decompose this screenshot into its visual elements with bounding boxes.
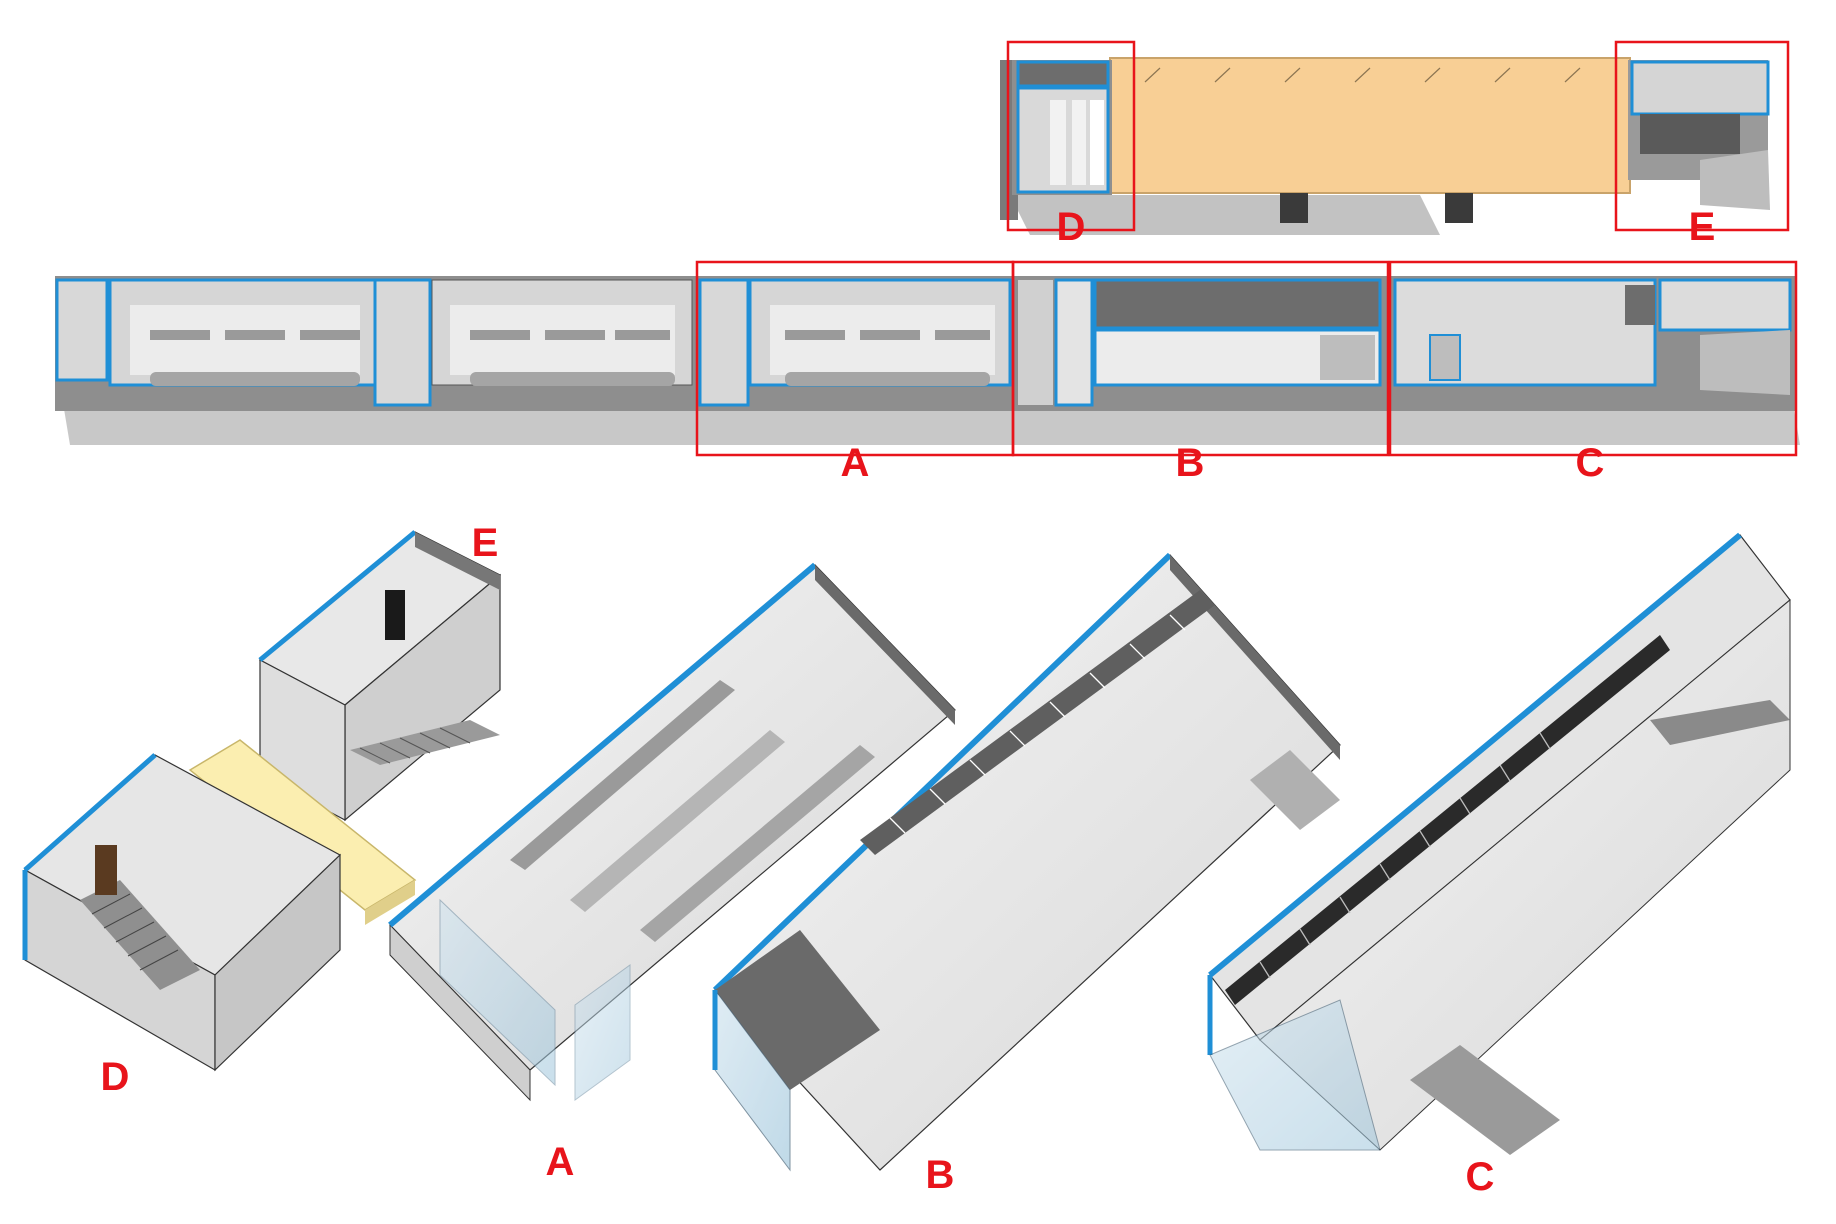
label-a-plan: A <box>841 441 870 485</box>
label-c-plan: C <box>1576 441 1605 485</box>
label-c-axo: C <box>1466 1155 1495 1199</box>
plan-module-b <box>1018 278 1382 407</box>
label-b-plan: B <box>1176 441 1205 485</box>
callout-box-d <box>1006 40 1136 232</box>
axo-module-e: E <box>258 521 502 822</box>
axo-module-c: C <box>1207 532 1791 1199</box>
callout-box-e <box>1614 40 1790 232</box>
plan-module-a <box>698 278 1012 407</box>
label-d-top: D <box>1057 205 1086 249</box>
floor-plan-strip: A B C <box>55 260 1800 485</box>
axo-module-a: A <box>388 562 956 1184</box>
plan-module-2 <box>431 279 693 386</box>
label-a-axo: A <box>546 1140 575 1184</box>
axo-module-b: B <box>712 552 1341 1197</box>
axo-module-d: D <box>22 753 342 1099</box>
callout-box-b <box>1011 260 1390 457</box>
label-b-axo: B <box>926 1153 955 1197</box>
roof-slab <box>1109 57 1631 194</box>
callout-box-c <box>1388 260 1798 457</box>
label-e-top: E <box>1689 205 1716 249</box>
plan-module-c <box>1393 278 1792 395</box>
label-e-axo: E <box>472 521 499 565</box>
label-d-axo: D <box>101 1055 130 1099</box>
top-roof-plan: D E <box>1000 40 1790 249</box>
plan-module-1 <box>55 278 377 387</box>
